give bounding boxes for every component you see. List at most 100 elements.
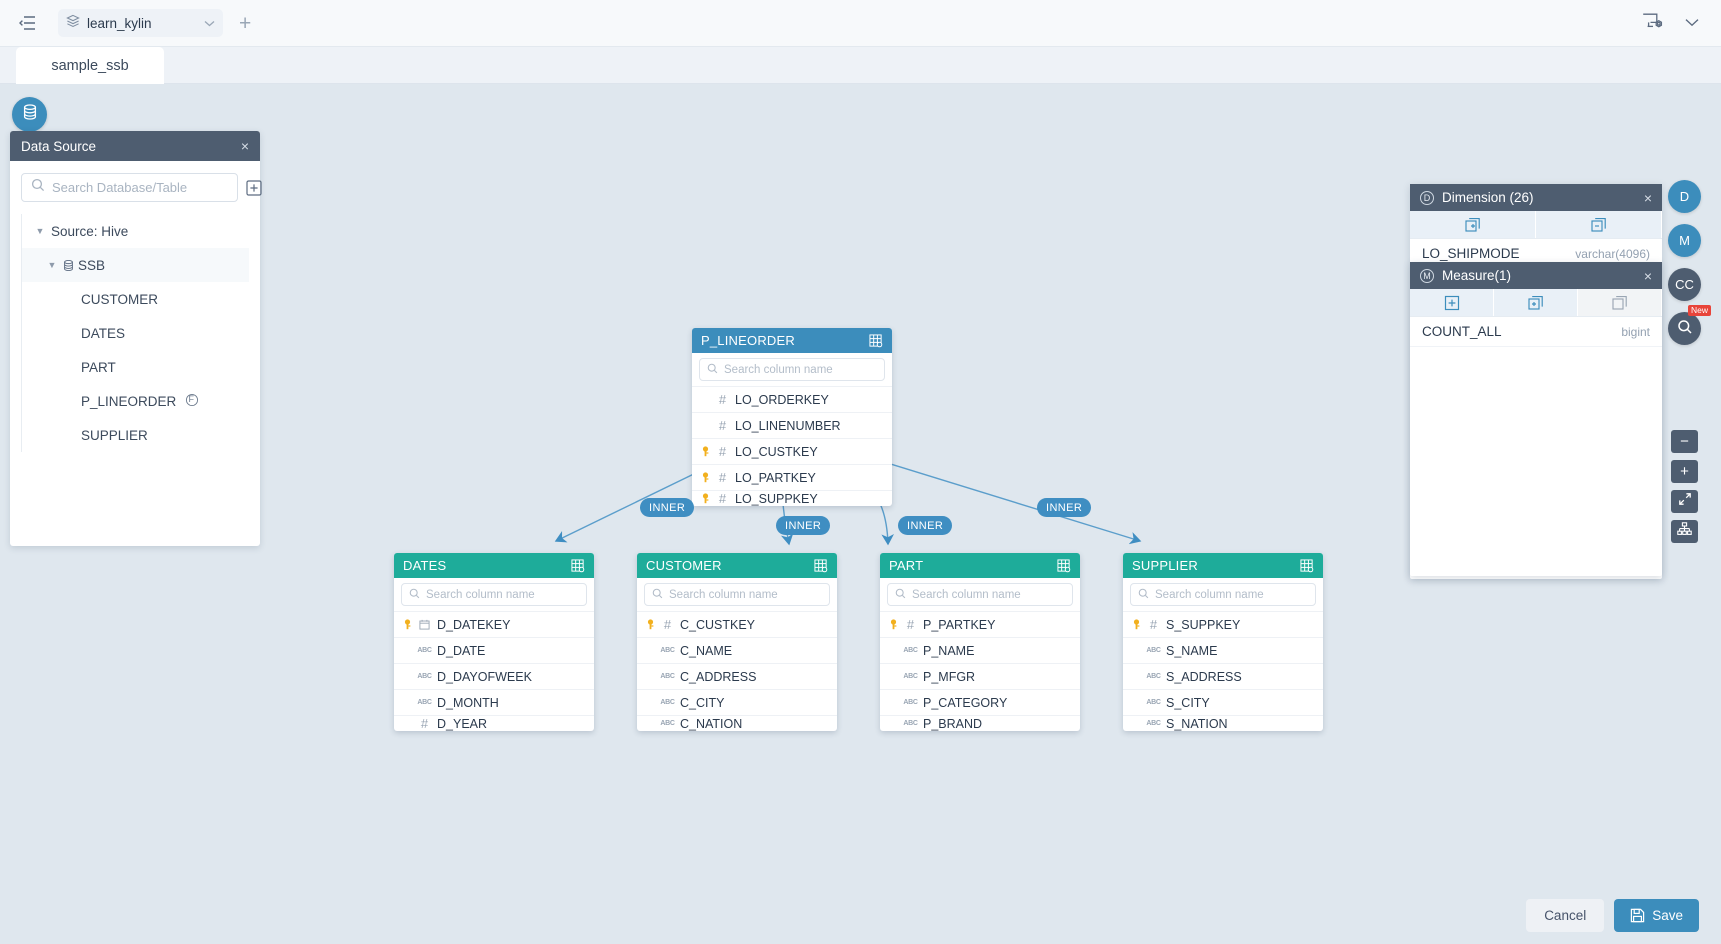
- column-row[interactable]: ABC S_NAME: [1123, 637, 1323, 663]
- join-label-supplier[interactable]: INNER: [1037, 498, 1092, 517]
- column-row[interactable]: ABC C_NATION: [637, 715, 837, 731]
- dimension-button[interactable]: D: [1668, 180, 1701, 213]
- column-row[interactable]: ABC D_MONTH: [394, 689, 594, 715]
- table-card-customer[interactable]: CUSTOMER #: [637, 553, 837, 731]
- search-icon: [31, 178, 45, 197]
- auto-layout-button[interactable]: [1671, 520, 1698, 543]
- column-search-input[interactable]: [1155, 588, 1309, 601]
- add-multiple-dimensions-icon[interactable]: [1410, 211, 1536, 238]
- join-label-dates[interactable]: INNER: [640, 498, 695, 517]
- search-button[interactable]: New: [1668, 305, 1711, 345]
- column-search-field[interactable]: [699, 358, 885, 381]
- table-settings-icon[interactable]: [814, 558, 828, 573]
- column-row[interactable]: # LO_CUSTKEY: [692, 438, 892, 464]
- chevron-down-icon[interactable]: [1685, 14, 1699, 32]
- column-row[interactable]: ABC C_CITY: [637, 689, 837, 715]
- column-row[interactable]: ABC D_DAYOFWEEK: [394, 663, 594, 689]
- close-icon[interactable]: ×: [1643, 267, 1652, 284]
- table-card-header[interactable]: PART: [880, 553, 1080, 578]
- table-card-header[interactable]: SUPPLIER: [1123, 553, 1323, 578]
- tree-node-supplier[interactable]: SUPPLIER: [22, 418, 249, 452]
- project-selector[interactable]: learn_kylin: [58, 9, 223, 37]
- column-row[interactable]: # D_YEAR: [394, 715, 594, 731]
- add-table-icon[interactable]: [246, 179, 262, 196]
- tab-sample-ssb[interactable]: sample_ssb: [16, 47, 164, 84]
- column-row[interactable]: ABC P_NAME: [880, 637, 1080, 663]
- datasource-toggle-button[interactable]: [12, 97, 47, 132]
- table-card-p-lineorder[interactable]: P_LINEORDER # LO_ORDERKEY: [692, 328, 892, 506]
- column-row[interactable]: ABC P_MFGR: [880, 663, 1080, 689]
- computed-column-button[interactable]: CC: [1668, 268, 1701, 301]
- column-row[interactable]: # LO_LINENUMBER: [692, 412, 892, 438]
- column-row[interactable]: # S_SUPPKEY: [1123, 611, 1323, 637]
- tree-node-ssb[interactable]: ▼ SSB: [22, 248, 249, 282]
- column-search-input[interactable]: [669, 588, 823, 601]
- number-type-icon: #: [420, 716, 429, 731]
- add-measure-icon[interactable]: [1410, 289, 1494, 316]
- add-tab-button[interactable]: +: [239, 11, 252, 35]
- column-search-field[interactable]: [644, 583, 830, 606]
- search-database-table-field[interactable]: [21, 173, 238, 202]
- table-card-part[interactable]: PART # P_P: [880, 553, 1080, 731]
- zoom-out-button[interactable]: −: [1671, 430, 1698, 453]
- caret-down-icon[interactable]: ▼: [47, 260, 57, 270]
- cancel-button[interactable]: Cancel: [1526, 898, 1605, 932]
- monitor-settings-icon[interactable]: [1642, 12, 1663, 35]
- column-search-input[interactable]: [912, 588, 1066, 601]
- tree-node-p-lineorder[interactable]: P_LINEORDER F: [22, 384, 249, 418]
- table-card-supplier[interactable]: SUPPLIER #: [1123, 553, 1323, 731]
- column-row[interactable]: ABC D_DATE: [394, 637, 594, 663]
- column-search-field[interactable]: [1130, 583, 1316, 606]
- close-icon[interactable]: ×: [1643, 189, 1652, 206]
- table-settings-icon[interactable]: [1300, 558, 1314, 573]
- column-row[interactable]: # P_PARTKEY: [880, 611, 1080, 637]
- tree-node-part[interactable]: PART: [22, 350, 249, 384]
- measure-row[interactable]: COUNT_ALL bigint: [1410, 317, 1662, 347]
- column-row[interactable]: ABC C_ADDRESS: [637, 663, 837, 689]
- table-settings-icon[interactable]: [571, 558, 585, 573]
- tree-node-dates[interactable]: DATES: [22, 316, 249, 350]
- caret-down-icon[interactable]: ▼: [35, 226, 45, 236]
- join-label-customer[interactable]: INNER: [776, 516, 831, 535]
- table-settings-icon[interactable]: [1057, 558, 1071, 573]
- close-icon[interactable]: ×: [240, 138, 249, 154]
- column-row[interactable]: ABC P_CATEGORY: [880, 689, 1080, 715]
- column-row[interactable]: ABC S_ADDRESS: [1123, 663, 1323, 689]
- column-search-field[interactable]: [401, 583, 587, 606]
- join-label-part[interactable]: INNER: [898, 516, 953, 535]
- remove-multiple-dimensions-icon[interactable]: [1536, 211, 1662, 238]
- text-type-icon: ABC: [417, 647, 432, 654]
- sidebar-collapse-icon[interactable]: [14, 10, 40, 36]
- column-row[interactable]: ABC P_BRAND: [880, 715, 1080, 731]
- column-row[interactable]: # LO_PARTKEY: [692, 464, 892, 490]
- add-multiple-measures-icon[interactable]: [1494, 289, 1578, 316]
- column-row[interactable]: # LO_SUPPKEY: [692, 490, 892, 506]
- table-card-header[interactable]: DATES: [394, 553, 594, 578]
- model-canvas[interactable]: Data Source ×: [0, 84, 1721, 944]
- column-search-field[interactable]: [887, 583, 1073, 606]
- column-search-input[interactable]: [426, 588, 580, 601]
- tree-node-source-hive[interactable]: ▼ Source: Hive: [22, 214, 249, 248]
- measure-button[interactable]: M: [1668, 224, 1701, 257]
- table-card-header[interactable]: CUSTOMER: [637, 553, 837, 578]
- column-row[interactable]: ABC C_NAME: [637, 637, 837, 663]
- column-name: C_NATION: [680, 716, 743, 731]
- table-card-header[interactable]: P_LINEORDER: [692, 328, 892, 353]
- column-row[interactable]: D_DATEKEY: [394, 611, 594, 637]
- remove-multiple-measures-icon[interactable]: [1578, 289, 1662, 316]
- tree-node-customer[interactable]: CUSTOMER: [22, 282, 249, 316]
- search-input[interactable]: [52, 180, 228, 195]
- tree-node-label: SUPPLIER: [81, 427, 148, 443]
- column-row[interactable]: ABC S_CITY: [1123, 689, 1323, 715]
- zoom-in-button[interactable]: +: [1671, 460, 1698, 483]
- column-row[interactable]: # C_CUSTKEY: [637, 611, 837, 637]
- table-card-dates[interactable]: DATES: [394, 553, 594, 731]
- fullscreen-button[interactable]: [1671, 490, 1698, 513]
- table-settings-icon[interactable]: [869, 333, 883, 348]
- column-search-input[interactable]: [724, 363, 878, 376]
- save-button[interactable]: Save: [1614, 898, 1699, 932]
- column-row[interactable]: # LO_ORDERKEY: [692, 386, 892, 412]
- measure-panel: M Measure(1) ×: [1410, 262, 1662, 576]
- column-row[interactable]: ABC S_NATION: [1123, 715, 1323, 731]
